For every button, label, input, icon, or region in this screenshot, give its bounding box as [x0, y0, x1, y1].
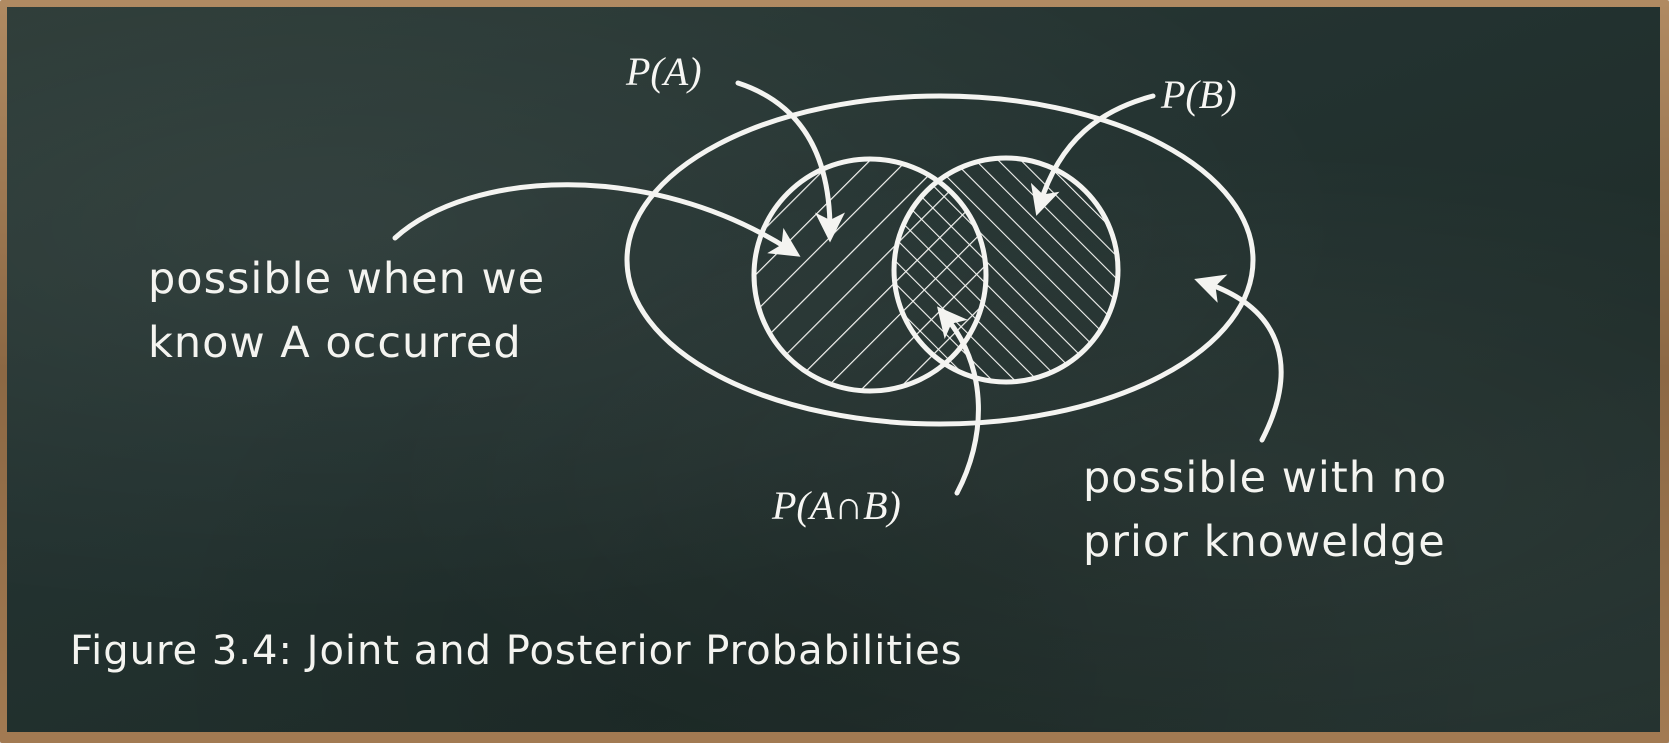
- arrow-to-event-a: [735, 80, 845, 243]
- label-p-a: P(A): [626, 49, 702, 94]
- event-a-circle: [751, 156, 989, 394]
- label-no-prior: possible with no prior knoweldge: [1083, 446, 1447, 574]
- label-known-a: possible when we know A occurred: [148, 247, 545, 375]
- label-no-prior-line2: prior knoweldge: [1083, 517, 1446, 567]
- label-known-a-line2: know A occurred: [148, 318, 522, 368]
- figure-caption: Figure 3.4: Joint and Posterior Probabil…: [70, 628, 963, 674]
- event-b-circle: [891, 155, 1121, 385]
- arrow-to-intersection: [937, 306, 981, 496]
- label-no-prior-line1: possible with no: [1083, 453, 1448, 503]
- arrow-to-event-b: [1030, 93, 1156, 216]
- sample-space-ellipse: [624, 93, 1256, 427]
- arrow-to-sample-space: [1194, 274, 1284, 443]
- arrow-to-known-a-region: [392, 182, 801, 257]
- label-p-a-and-b: P(A∩B): [772, 483, 901, 528]
- label-p-b: P(B): [1161, 72, 1237, 117]
- label-known-a-line1: possible when we: [148, 254, 546, 304]
